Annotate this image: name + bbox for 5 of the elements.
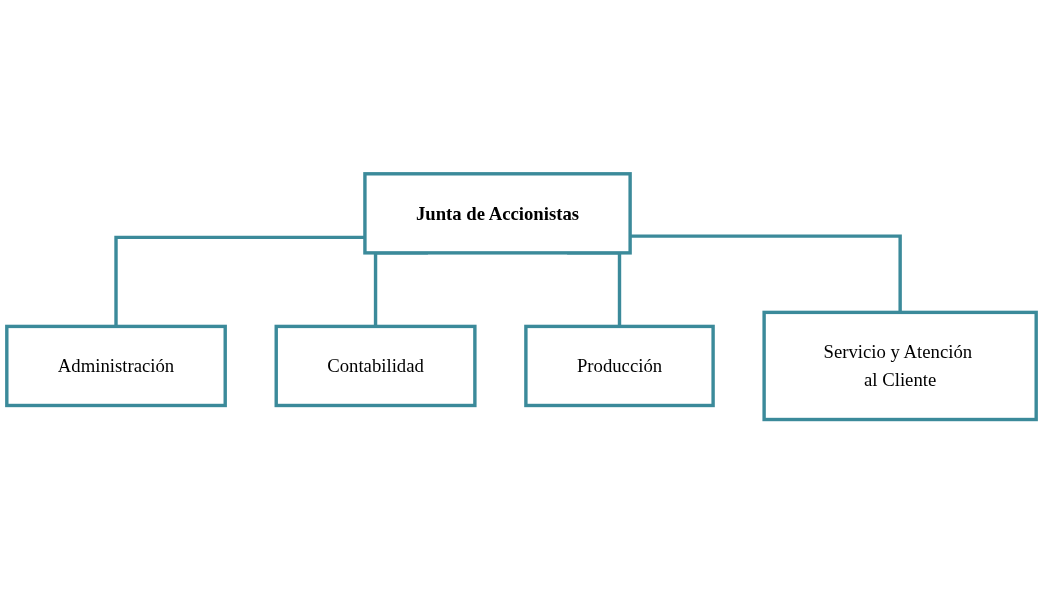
node-box: Contabilidad (274, 324, 477, 408)
node-box: Junta de Accionistas (363, 171, 632, 255)
node-box: Servicio y Atención al Cliente (762, 310, 1038, 422)
node-box: Producción (524, 324, 715, 408)
node-box: Administración (5, 324, 227, 408)
